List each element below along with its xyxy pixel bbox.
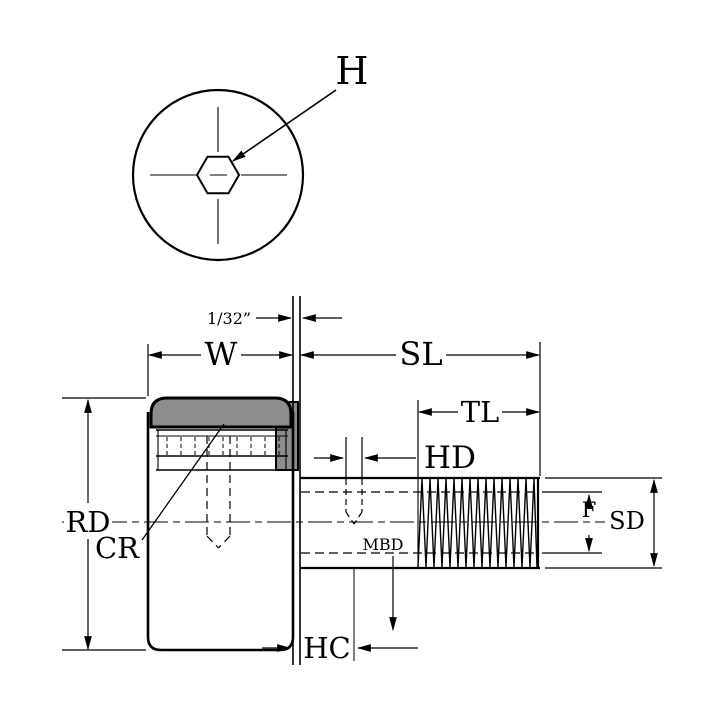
roller-outline bbox=[146, 412, 295, 652]
cr-leader-line bbox=[141, 423, 225, 541]
needle-rollers bbox=[166, 437, 280, 455]
label-gap: 1/32” bbox=[207, 309, 251, 328]
label-hole-diameter: HD bbox=[424, 440, 476, 476]
label-roller-width: W bbox=[205, 335, 238, 373]
thread-profile bbox=[417, 478, 538, 568]
side-view: 1/32” W SL TL HD RD CR F SD MBD HC bbox=[62, 296, 662, 665]
label-bg-tl bbox=[458, 399, 502, 425]
centerlines bbox=[150, 107, 287, 244]
label-stud-diameter: SD bbox=[609, 507, 645, 535]
label-roller-diameter: RD bbox=[65, 505, 110, 539]
label-bg-mbd bbox=[361, 534, 406, 551]
lube-hole bbox=[345, 437, 363, 661]
label-bg-rd bbox=[64, 503, 112, 539]
label-mbd: MBD bbox=[363, 535, 404, 554]
label-bg-sl bbox=[396, 341, 446, 369]
hex-socket-hidden-lines bbox=[206, 436, 231, 549]
label-hex-socket-size: H bbox=[335, 49, 368, 93]
h-leader-arrow bbox=[232, 89, 337, 162]
label-thread-length: TL bbox=[461, 395, 500, 429]
label-f: F bbox=[582, 498, 597, 522]
end-plate-cap bbox=[149, 396, 293, 429]
bearing-internals bbox=[141, 423, 288, 549]
label-stud-length: SL bbox=[399, 335, 442, 373]
label-bg-w bbox=[201, 341, 241, 369]
top-view: H bbox=[131, 49, 369, 262]
dimensions: 1/32” W SL TL HD RD CR F SD MBD HC bbox=[62, 309, 662, 665]
label-corner-radius: CR bbox=[95, 531, 140, 565]
stud bbox=[300, 437, 540, 661]
label-hole-center: HC bbox=[303, 631, 350, 665]
